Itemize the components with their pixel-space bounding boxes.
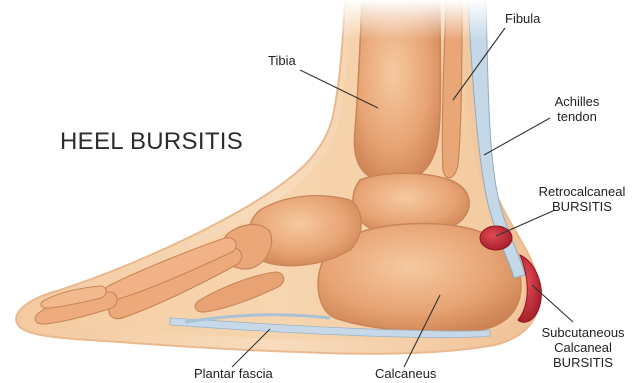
retrocalcaneal-bursitis-label: Retrocalcaneal BURSITIS	[530, 184, 634, 214]
retrocalcaneal-bursa	[480, 226, 512, 250]
fibula-label: Fibula	[505, 11, 540, 26]
achilles-tendon-label: Achilles tendon	[552, 94, 602, 124]
plantar-fascia-label: Plantar fascia	[194, 366, 273, 381]
diagram-title: HEEL BURSITIS	[60, 128, 243, 156]
achilles-leader	[484, 118, 550, 155]
subcutaneous-calcaneal-bursitis-label: Subcutaneous Calcaneal BURSITIS	[532, 325, 634, 370]
calcaneus-label: Calcaneus	[375, 366, 436, 381]
tibia-label: Tibia	[268, 53, 296, 68]
